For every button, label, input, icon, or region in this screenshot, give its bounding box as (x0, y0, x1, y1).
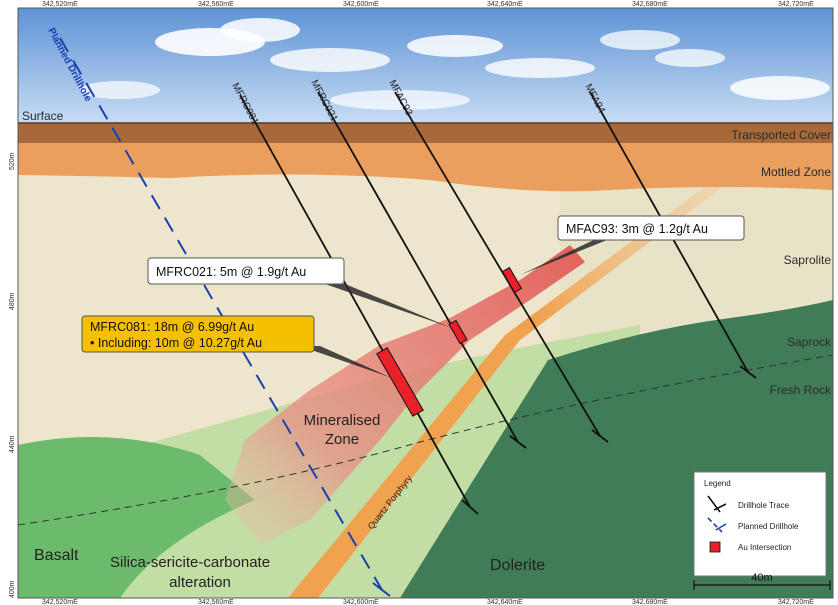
easting-bottom-6: 342,720mE (778, 599, 814, 605)
easting-bottom-5: 342,680mE (632, 599, 668, 605)
easting-bottom-3: 342,600mE (343, 599, 379, 605)
label-saprolite: Saprolite (784, 253, 832, 267)
planned-drillhole-trace (59, 37, 383, 591)
rl-480: 480m (9, 292, 16, 310)
rl-400: 400m (9, 580, 16, 598)
drillhole-mfrc081 (239, 94, 471, 508)
basalt-unit (18, 437, 255, 598)
au-intersections (376, 266, 523, 417)
easting-top-1: 342,520mE (42, 1, 78, 8)
drillhole-mfac93 (394, 91, 601, 437)
scale-bar-label: 40m (751, 572, 772, 584)
legend-box (693, 471, 827, 577)
label-fresh-rock: Fresh Rock (770, 383, 832, 397)
easting-top-6: 342,720mE (778, 1, 814, 8)
legend-planned-drillhole: Planned Drillhole (738, 522, 799, 531)
callout-mfac93-text: MFAC93: 3m @ 1.2g/t Au (566, 222, 708, 236)
leader-mfac93 (520, 238, 612, 275)
callout-mfrc021-text: MFRC021: 5m @ 1.9g/t Au (156, 265, 306, 279)
label-transported-cover: Transported Cover (731, 128, 831, 142)
easting-top-4: 342,640mE (487, 1, 523, 8)
label-surface: Surface (22, 109, 64, 123)
callout-mfrc081-line2: • Including: 10m @ 10.27g/t Au (90, 336, 262, 350)
base-of-oxidation-line (17, 354, 834, 526)
leader-mfrc021 (325, 284, 452, 328)
label-basalt: Basalt (34, 547, 79, 564)
legend-au-symbol (709, 541, 721, 553)
easting-bottom-1: 342,520mE (42, 599, 78, 605)
scale-bar: 40m (693, 572, 831, 590)
rl-520: 520m (9, 152, 16, 170)
legend-drillhole-trace: Drillhole Trace (738, 501, 790, 510)
quartz-porphyry-dyke (288, 170, 745, 598)
legend-planned-symbol-end (715, 523, 727, 531)
callout-mfrc021: MFRC021: 5m @ 1.9g/t Au (147, 257, 345, 285)
drillhole-mfrc021 (317, 91, 519, 443)
legend-planned-symbol (707, 517, 723, 533)
label-alteration-1: Silica-sericite-carbonate (110, 554, 270, 571)
label-mineralised-2: Zone (325, 431, 359, 448)
intersection-mfrc021 (448, 319, 468, 345)
easting-top-2: 342,560mE (198, 1, 234, 8)
leader-mfrc081 (300, 346, 392, 378)
mottled-zone-layer (18, 140, 833, 192)
planned-drillhole-end (372, 582, 391, 597)
label-mineralised-1: Mineralised (304, 412, 381, 429)
legend-drillhole-symbol (707, 495, 721, 513)
legend-drillhole-symbol-end (713, 503, 727, 511)
legend-au-intersection: Au Intersection (738, 543, 791, 552)
drillhole-end-mfrc021 (509, 435, 527, 449)
drillhole-end-mfrc081 (461, 499, 479, 515)
intersection-mfrc081 (376, 347, 424, 417)
rl-labels-left: 520m 480m 440m 400m (9, 152, 16, 598)
easting-bottom-2: 342,560mE (198, 599, 234, 605)
label-alteration-2: alteration (169, 574, 231, 591)
label-dolerite: Dolerite (490, 557, 545, 574)
callout-mfrc081: MFRC081: 18m @ 6.99g/t Au • Including: 1… (81, 315, 315, 353)
easting-labels-bottom: 342,520mE 342,560mE 342,600mE 342,640mE … (42, 599, 814, 605)
easting-labels-top: 342,520mE 342,560mE 342,600mE 342,640mE … (42, 1, 814, 8)
sky (18, 8, 833, 123)
label-saprock: Saprock (787, 335, 832, 349)
rl-440: 440m (9, 435, 16, 453)
callout-mfrc081-line1: MFRC081: 18m @ 6.99g/t Au (90, 320, 254, 334)
figure-border (17, 7, 834, 599)
intersection-mfac93 (501, 266, 523, 294)
legend-title: Legend (704, 479, 731, 488)
drillhole-end-mfa94 (739, 365, 757, 379)
easting-top-5: 342,680mE (632, 1, 668, 8)
transported-cover-layer (18, 123, 833, 143)
callout-mfac93: MFAC93: 3m @ 1.2g/t Au (557, 215, 745, 241)
easting-bottom-4: 342,640mE (487, 599, 523, 605)
easting-top-3: 342,600mE (343, 1, 379, 8)
drillhole-end-mfac93 (591, 429, 609, 443)
label-mottled-zone: Mottled Zone (761, 165, 831, 179)
legend: Legend Drillhole Trace Planned Drillhole… (693, 471, 827, 577)
